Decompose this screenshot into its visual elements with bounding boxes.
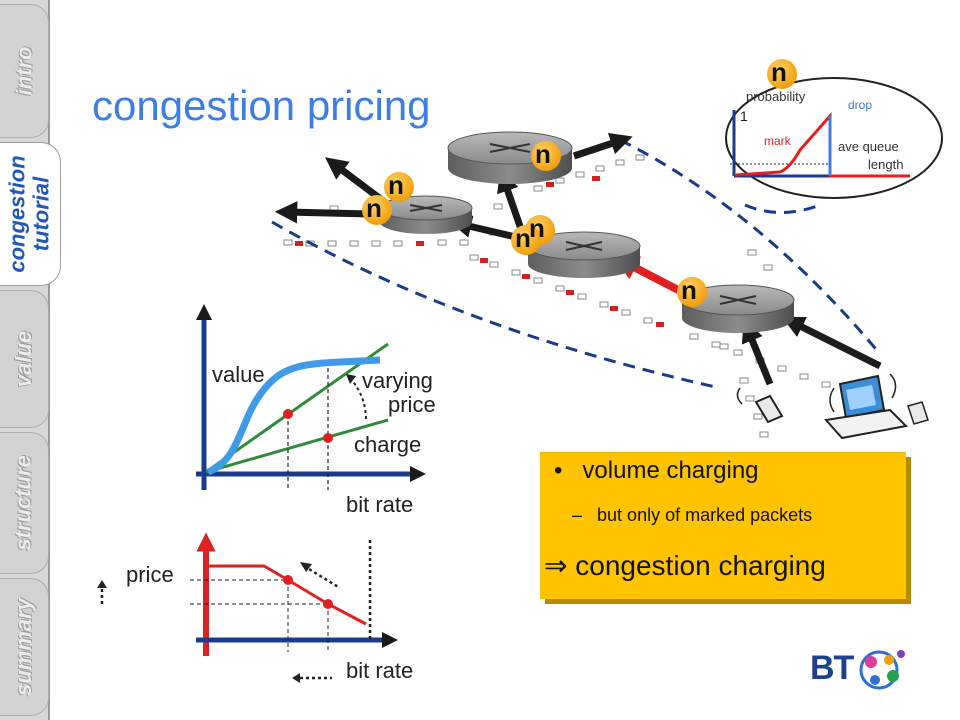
node-label: n xyxy=(535,139,551,169)
node-label: n xyxy=(529,213,545,243)
bullet: • xyxy=(554,457,563,484)
node-markers xyxy=(362,59,797,307)
node-marker xyxy=(531,141,561,171)
flow-arrow-left xyxy=(274,201,371,224)
price-chart xyxy=(97,532,399,683)
phone-icon xyxy=(736,387,784,424)
dashed-feedback-lower xyxy=(271,220,721,390)
implies-arrow: ⇒ xyxy=(544,550,568,581)
dashed-to-inset xyxy=(744,203,821,214)
page-title: congestion pricing xyxy=(92,82,431,129)
node-label: n xyxy=(681,275,697,305)
node-label: n xyxy=(366,193,382,223)
node-marker xyxy=(767,59,797,89)
price-chart-ylabel: price xyxy=(126,562,174,587)
bt-logo: BT xyxy=(810,640,909,696)
inset-x-label-1: ave queue xyxy=(838,139,899,154)
price-curve xyxy=(208,564,367,626)
flow-arrow-up xyxy=(497,169,526,234)
optimum-point-high xyxy=(283,409,293,419)
node-marker xyxy=(384,172,414,202)
computer-icon xyxy=(824,373,929,440)
node-label: n xyxy=(771,57,787,87)
congestion-charging-text: congestion charging xyxy=(575,550,826,581)
node-marker xyxy=(677,277,707,307)
charge-line-steep xyxy=(205,342,389,474)
value-chart-ylabel: value xyxy=(212,362,265,387)
value-curve xyxy=(206,356,381,476)
value-chart xyxy=(195,303,427,490)
flow-arrow-from-pc xyxy=(781,316,882,370)
optimum-point-low xyxy=(323,433,333,443)
dashed-feedback-upper xyxy=(619,138,882,355)
bt-logo-text: BT xyxy=(810,648,854,687)
tab-value[interactable]: value xyxy=(0,290,49,428)
charge-label: charge xyxy=(354,432,422,457)
packet-trail-diagonal-marked xyxy=(480,176,664,327)
inset-probability-label: probability xyxy=(746,89,806,104)
inset-mark-label: mark xyxy=(764,134,791,148)
price-label: price xyxy=(388,392,436,417)
flow-arrow-right xyxy=(572,132,633,160)
node-label: n xyxy=(515,223,531,253)
tab-congestion-tutorial[interactable]: congestion tutorial xyxy=(0,142,61,286)
tab-summary[interactable]: summary xyxy=(0,578,49,716)
packet-trail-top-marked xyxy=(295,241,424,246)
tab-intro[interactable]: intro xyxy=(0,4,49,138)
node-label: n xyxy=(388,170,404,200)
dash: – xyxy=(572,505,583,525)
node-marker xyxy=(362,195,392,225)
router-middle xyxy=(527,231,641,278)
red-inset xyxy=(725,77,943,199)
price-chart-xlabel: bit rate xyxy=(346,658,414,683)
volume-charging-text: volume charging xyxy=(582,457,759,484)
box-line-1: • volume charging xyxy=(554,457,759,485)
varying-label: varying xyxy=(362,368,433,393)
box-line-2: – but only of marked packets xyxy=(572,505,812,526)
inset-x-label-2: length xyxy=(868,157,904,172)
inset-y-tick: 1 xyxy=(740,108,748,124)
inset-drop-label: drop xyxy=(848,98,873,112)
value-chart-xlabel: bit rate xyxy=(346,492,414,517)
flow-arrow-from-phone xyxy=(741,319,774,386)
summary-box: • volume charging – but only of marked p… xyxy=(540,452,906,599)
marked-packets-text: but only of marked packets xyxy=(597,505,813,525)
router-left xyxy=(379,195,473,234)
node-marker xyxy=(511,225,541,255)
tab-structure[interactable]: structure xyxy=(0,432,49,574)
box-line-3: ⇒ congestion charging xyxy=(544,549,826,582)
flow-arrow-between xyxy=(449,215,521,242)
charge-line-shallow xyxy=(205,418,389,474)
bt-piper-icon xyxy=(859,650,906,690)
